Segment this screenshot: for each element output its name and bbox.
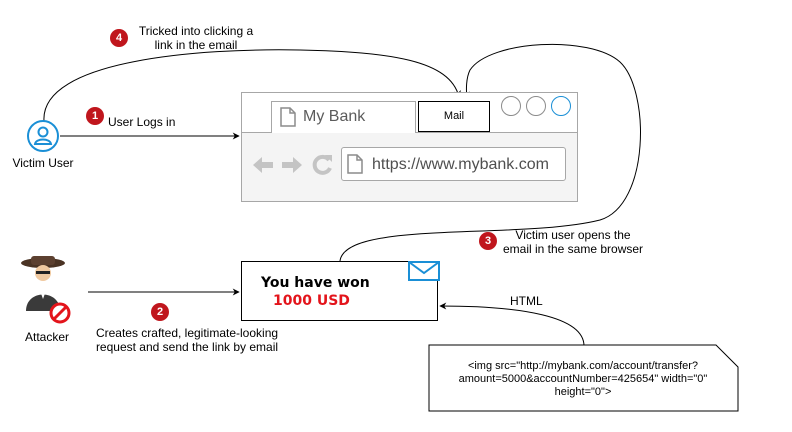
window-button-1[interactable] <box>501 96 521 116</box>
edge-victim-to-mail <box>43 49 461 122</box>
url-text: https://www.mybank.com <box>372 156 549 173</box>
address-bar[interactable] <box>341 147 566 181</box>
attacker-label: Attacker <box>24 330 69 344</box>
email-line-2: 1000 USD <box>273 293 350 309</box>
edge-code-to-email <box>439 302 585 347</box>
tab-mail[interactable]: Mail <box>418 101 490 132</box>
step-2-label: Creates crafted, legitimate-looking requ… <box>95 326 279 354</box>
code-note-shape <box>428 344 739 412</box>
code-note-text: <img src="http://mybank.com/account/tran… <box>458 360 708 398</box>
envelope-icon <box>408 261 440 281</box>
attacker-icon <box>21 256 71 324</box>
tab-title: My Bank <box>303 108 366 125</box>
step-2-badge: 2 <box>151 303 169 321</box>
step-3-badge: 3 <box>479 232 497 250</box>
edge-email-to-mail <box>339 43 641 262</box>
email-line-1: You have won <box>261 275 370 291</box>
html-edge-label: HTML <box>510 294 543 308</box>
victim-user-icon <box>27 120 59 152</box>
step-4-badge: 4 <box>110 29 128 47</box>
step-4-label: Tricked into clicking a link in the emai… <box>138 24 254 52</box>
forward-arrow-icon[interactable] <box>281 155 303 175</box>
refresh-icon[interactable] <box>311 154 333 176</box>
url-page-icon <box>347 154 363 174</box>
step-3-label: Victim user opens the email in the same … <box>502 228 644 256</box>
step-1-badge: 1 <box>86 107 104 125</box>
page-icon <box>280 107 296 127</box>
window-button-3[interactable] <box>551 96 571 116</box>
back-arrow-icon[interactable] <box>252 155 274 175</box>
window-button-2[interactable] <box>526 96 546 116</box>
victim-user-label: Victim User <box>12 156 74 170</box>
email-message[interactable] <box>241 261 438 321</box>
step-1-label: User Logs in <box>108 115 176 129</box>
